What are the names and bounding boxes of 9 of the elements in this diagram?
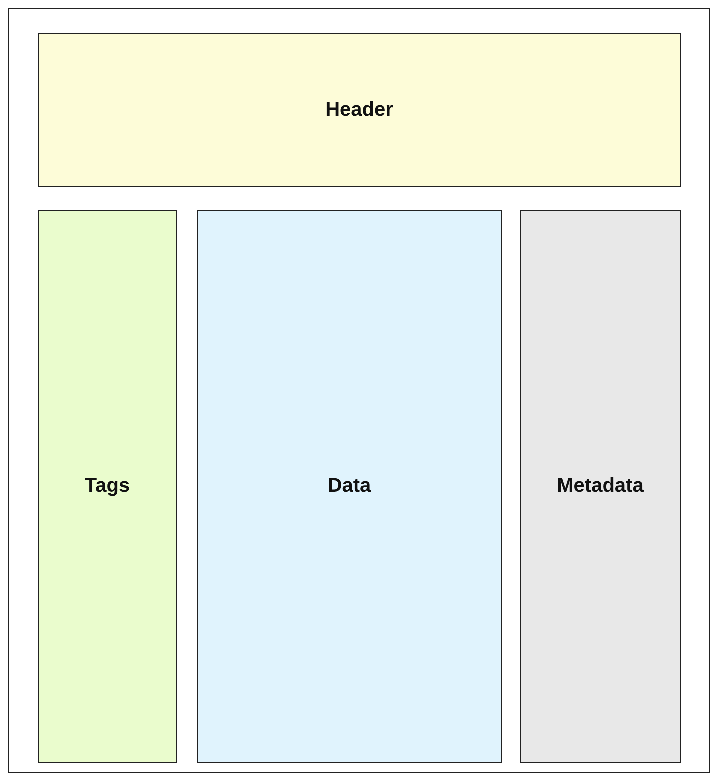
box-label: Data <box>328 475 372 498</box>
data-box <box>197 210 502 763</box>
box-label: Header <box>326 98 394 122</box>
tags-box <box>38 210 177 763</box>
frame-box <box>8 8 710 773</box>
metadata-box <box>520 210 681 763</box>
box-label: Metadata <box>557 475 644 498</box>
box-label: Tags <box>84 475 130 498</box>
header-box <box>38 33 681 187</box>
